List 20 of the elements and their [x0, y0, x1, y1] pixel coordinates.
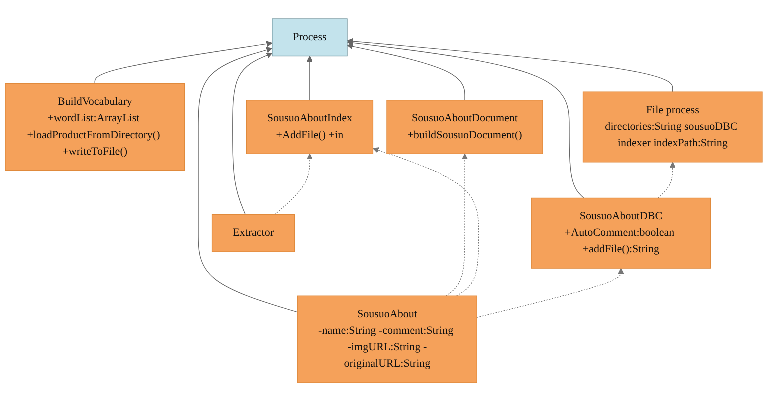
class-box: Extractor	[212, 214, 296, 252]
class-box: SousuoAboutIndex +AddFile() +in	[246, 100, 374, 154]
inheritance-arrow	[347, 40, 584, 199]
inheritance-arrow	[347, 38, 674, 92]
class-box: Process	[272, 18, 348, 57]
class-box: SousuoAboutDocument +buildSousuoDocument()	[386, 100, 544, 154]
dependency-arrow	[476, 268, 624, 318]
class-box: SousuoAboutDBC +AutoComment:boolean +addFile():String	[531, 198, 712, 269]
dependency-arrow	[372, 148, 480, 296]
inheritance-arrow	[306, 56, 313, 101]
dependency-arrow	[658, 162, 676, 199]
inheritance-arrow	[232, 52, 273, 216]
class-box: SousuoAbout -name:String -comment:String -imgURL:String -originalURL:String	[298, 296, 478, 384]
class-box: File process directories:String sousuoDBC indexer indexPath:String	[582, 92, 763, 163]
dependency-arrow	[274, 154, 313, 216]
inheritance-arrow	[347, 44, 466, 101]
inheritance-arrow	[94, 41, 273, 84]
dependency-arrow	[446, 154, 468, 296]
inheritance-arrow	[198, 47, 298, 313]
class-box: BuildVocabulary +wordList:ArrayList +loadProductFromDirectory() +writeToFile()	[5, 83, 186, 172]
